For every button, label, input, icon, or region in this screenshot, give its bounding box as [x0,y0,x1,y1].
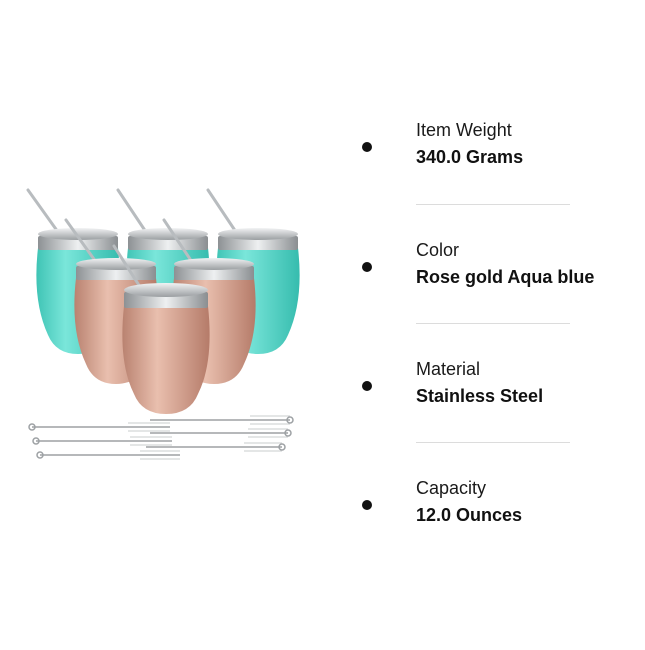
spec-value: 340.0 Grams [416,147,524,167]
tumbler-rose-front [122,283,210,414]
spec-item-weight: Item Weight 340.0 Grams [356,120,636,190]
straw [26,188,238,234]
cleaning-brushes [28,416,294,459]
divider [416,442,570,443]
spec-value: Stainless Steel [416,386,544,406]
bullet-icon [362,262,372,272]
bullet-icon [362,381,372,391]
product-image [26,188,300,460]
divider [416,204,570,205]
spec-material: Material Stainless Steel [356,359,636,429]
spec-label: Capacity [416,478,487,498]
spec-capacity: Capacity 12.0 Ounces [356,478,636,548]
spec-color: Color Rose gold Aqua blue [356,240,636,310]
bullet-icon [362,500,372,510]
bullet-icon [362,142,372,152]
spec-label: Material [416,359,481,379]
divider [416,323,570,324]
spec-value: 12.0 Ounces [416,505,523,525]
spec-label: Color [416,240,460,260]
spec-value: Rose gold Aqua blue [416,267,595,287]
spec-label: Item Weight [416,120,512,140]
tumbler-set-illustration [26,188,300,460]
